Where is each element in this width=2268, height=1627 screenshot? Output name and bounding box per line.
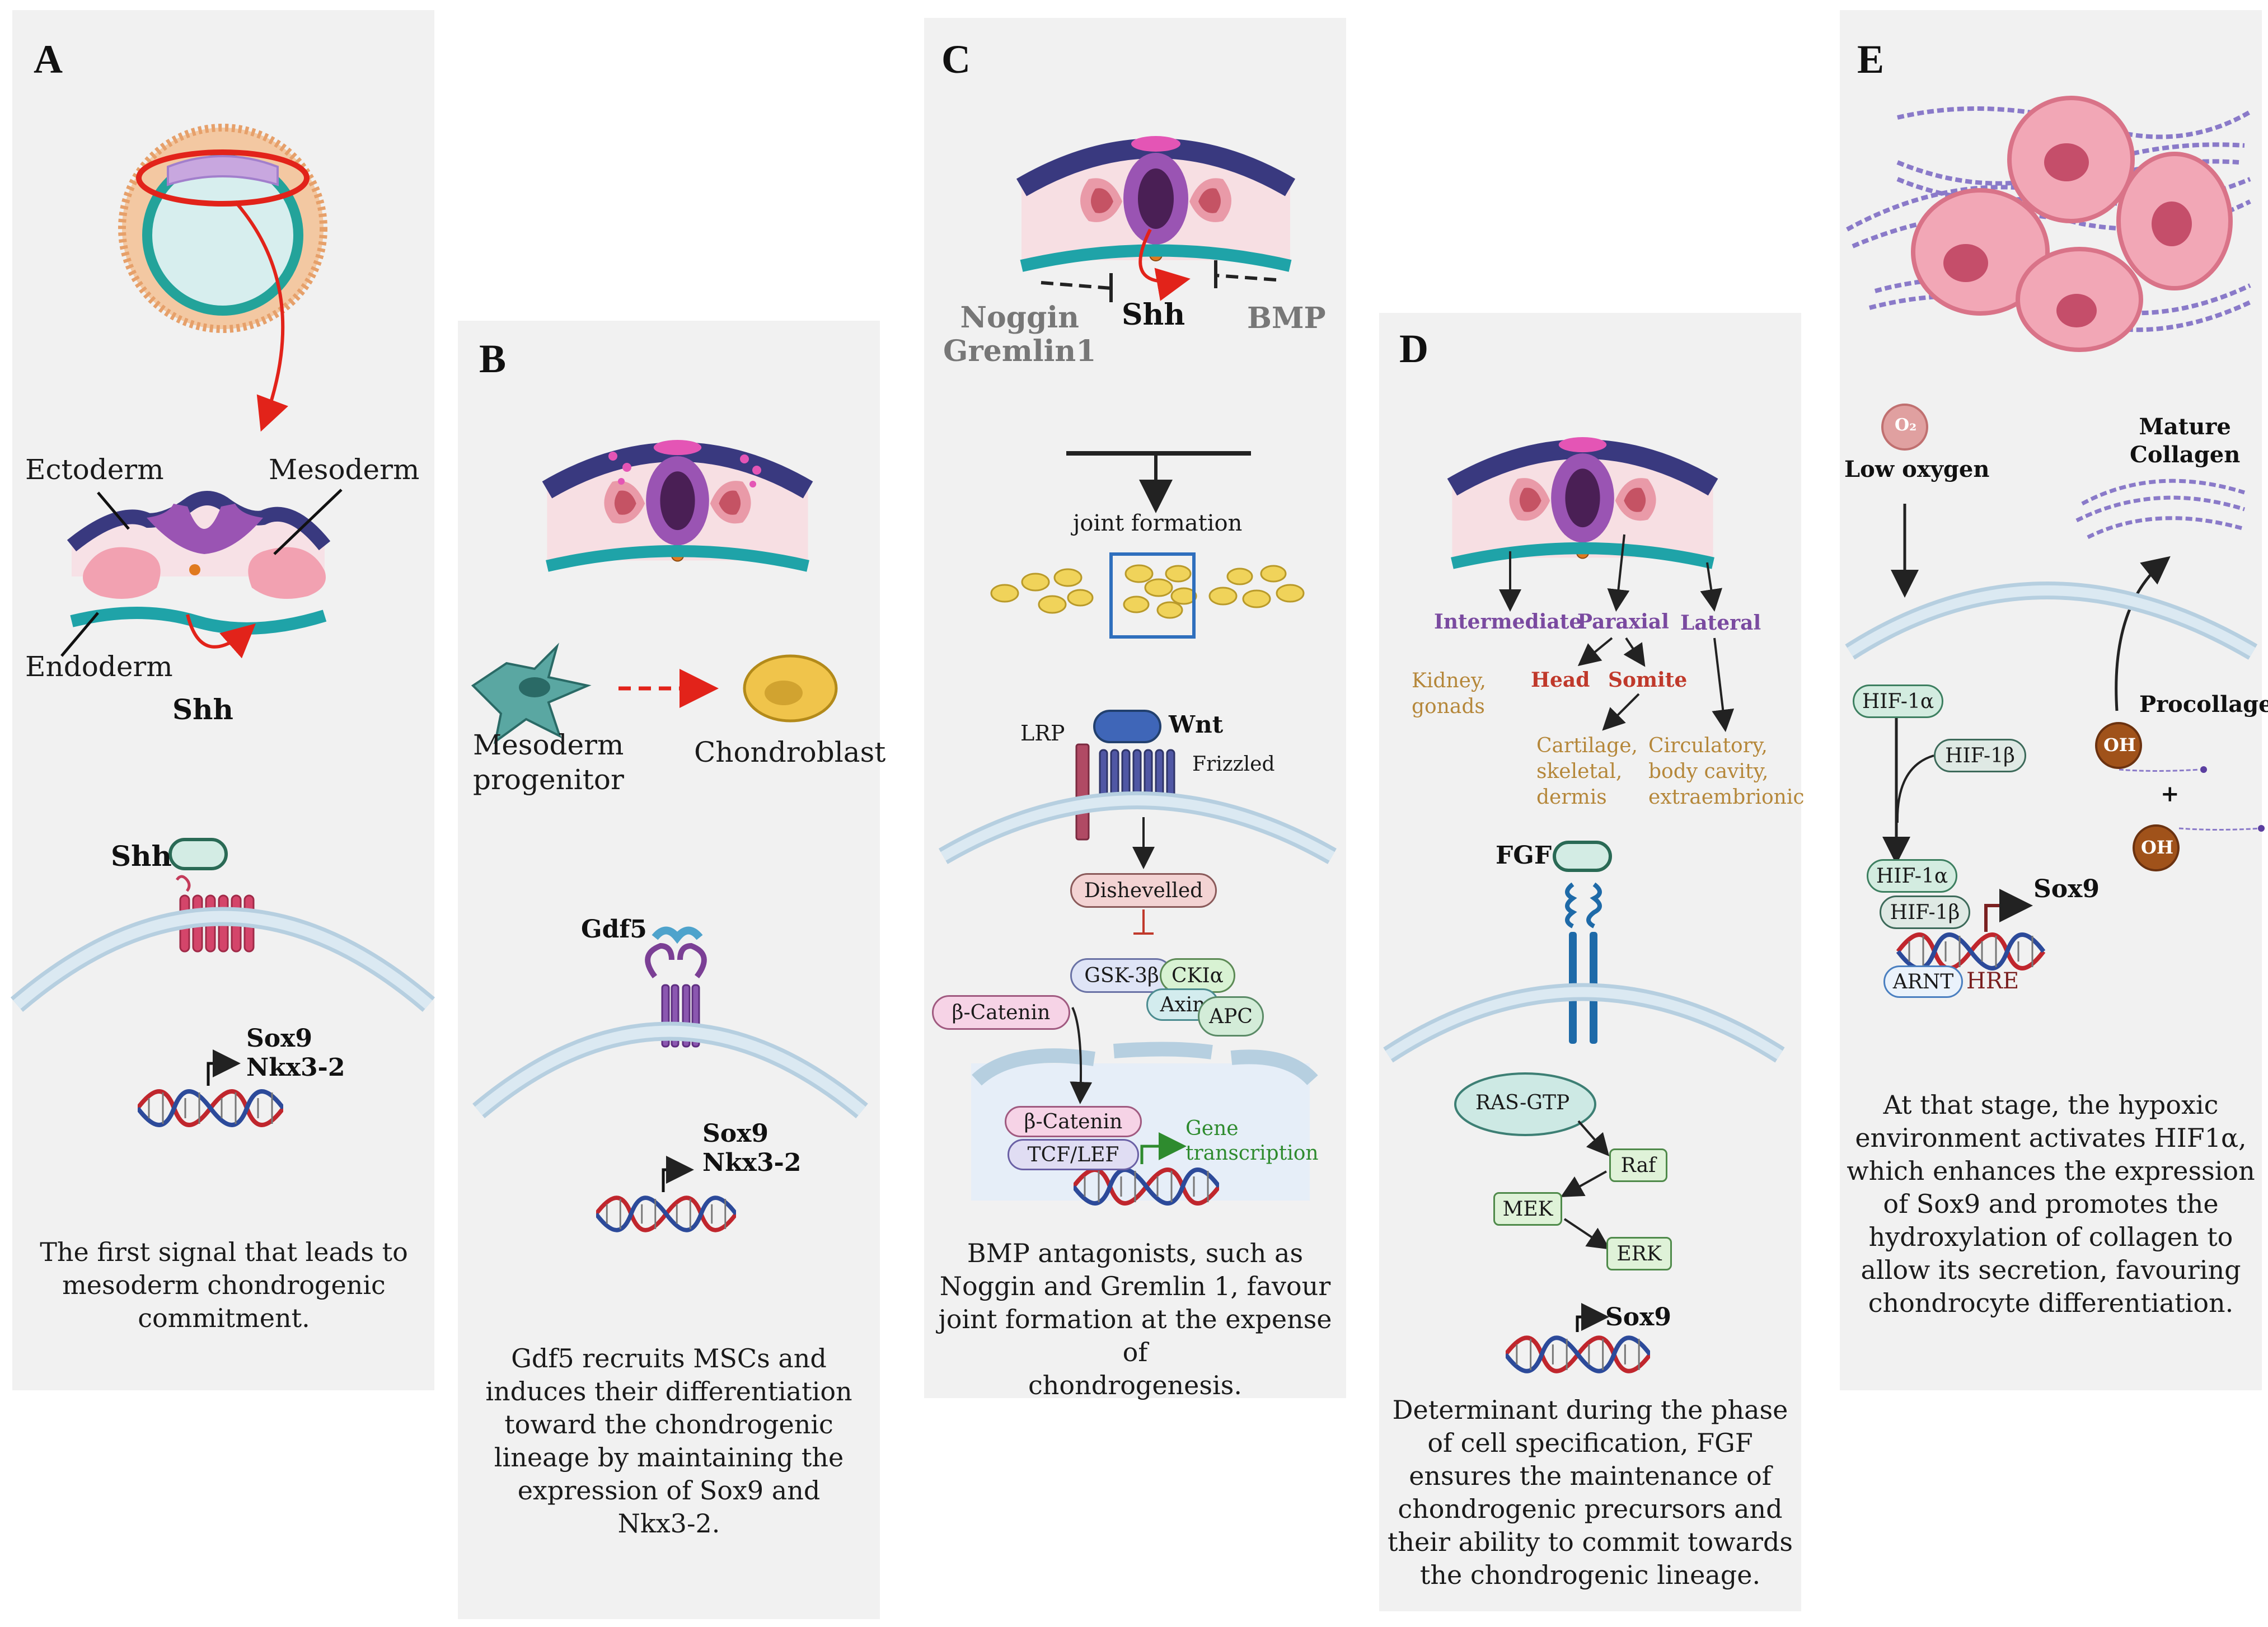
- nkx3-2-label-b: Nkx3-2: [702, 1148, 802, 1177]
- bmp-label: BMP: [1247, 301, 1326, 335]
- mature-collagen-label: Mature Collagen: [2130, 414, 2241, 468]
- head-label: Head: [1531, 668, 1590, 692]
- noggin-gremlin-label: Noggin Gremlin1: [943, 301, 1096, 368]
- oh-label-1: OH: [2103, 734, 2136, 756]
- intermediate-label: Intermediate: [1434, 610, 1582, 634]
- sox9-label-b: Sox9: [702, 1119, 769, 1148]
- mesoderm-progenitor-label: Mesoderm progenitor: [473, 729, 624, 796]
- cartilage-label: Cartilage, skeletal, dermis: [1536, 734, 1638, 809]
- embryo-sphere: [118, 124, 327, 333]
- panel-c-label: C: [941, 37, 971, 82]
- gdf5-label: Gdf5: [581, 915, 647, 944]
- fgf-label: FGF: [1496, 841, 1552, 870]
- hif1b-node-top: HIF-1β: [1934, 739, 2026, 772]
- caption-e: At that stage, the hypoxic environment a…: [1847, 1090, 2255, 1318]
- paraxial-label: Paraxial: [1577, 610, 1669, 634]
- apc-node: APC: [1198, 996, 1264, 1037]
- frizzled-label: Frizzled: [1192, 753, 1275, 776]
- endoderm-label: Endoderm: [25, 650, 173, 683]
- hif1b-node-bottom: HIF-1β: [1880, 895, 1970, 929]
- shh-label: Shh: [172, 693, 233, 726]
- beta-catenin-cyto-node: β-Catenin: [932, 995, 1070, 1030]
- oh-label-2: OH: [2141, 837, 2174, 858]
- plus-label: +: [2161, 781, 2180, 807]
- procollagen-label: Procollagen: [2139, 691, 2268, 718]
- shh-label-c: Shh: [1122, 298, 1185, 332]
- erk-node: ERK: [1606, 1237, 1672, 1270]
- gene-transcription-label: Gene transcription: [1185, 1117, 1319, 1165]
- caption-b: Gdf5 recruits MSCs and induces their dif…: [485, 1343, 852, 1539]
- dishevelled-node: Dishevelled: [1070, 873, 1217, 908]
- hre-label: HRE: [1966, 968, 2019, 994]
- mek-node: MEK: [1493, 1192, 1562, 1226]
- arnt-node: ARNT: [1883, 965, 1963, 998]
- germ-layers-diagram: [67, 491, 331, 635]
- panel-b-label: B: [479, 336, 507, 381]
- low-oxygen-label: Low oxygen: [1844, 456, 1990, 482]
- lrp-label: LRP: [1020, 721, 1065, 745]
- ras-gtp-label: RAS-GTP: [1475, 1091, 1570, 1114]
- hif1a-node-bottom: HIF-1α: [1867, 859, 1957, 893]
- nkx3-2-label-a: Nkx3-2: [246, 1053, 345, 1082]
- somite-label: Somite: [1608, 668, 1688, 692]
- shh-ligand-label: Shh: [111, 840, 172, 873]
- kidney-gonads-label: Kidney, gonads: [1412, 669, 1486, 718]
- panel-a-label: A: [34, 37, 63, 82]
- chondroblast-label: Chondroblast: [694, 736, 886, 768]
- wnt-label: Wnt: [1169, 711, 1224, 738]
- panel-d-label: D: [1399, 326, 1428, 371]
- caption-a: The first signal that leads to mesoderm …: [40, 1237, 408, 1333]
- hif1a-node-top: HIF-1α: [1853, 684, 1943, 718]
- ectoderm-label: Ectoderm: [25, 453, 164, 486]
- tcf-lef-node: TCF/LEF: [1008, 1139, 1139, 1170]
- beta-catenin-nuc-node: β-Catenin: [1005, 1106, 1142, 1137]
- o2-label: O₂: [1895, 415, 1917, 435]
- joint-formation-label: joint formation: [1073, 510, 1243, 536]
- circulatory-label: Circulatory, body cavity, extraembrionic: [1648, 734, 1805, 809]
- cki-node: CKIα: [1160, 958, 1235, 993]
- sox9-label-e: Sox9: [2033, 875, 2100, 903]
- chondrocytes-e: [1911, 96, 2233, 352]
- chondrocyte-row: [990, 564, 1305, 619]
- gsk3b-node: GSK-3β: [1070, 958, 1173, 993]
- mesoderm-label: Mesoderm: [269, 453, 420, 486]
- raf-node: Raf: [1609, 1148, 1667, 1182]
- sox9-label-d: Sox9: [1605, 1303, 1671, 1331]
- caption-d: Determinant during the phase of cell spe…: [1387, 1395, 1793, 1590]
- sox9-label-a: Sox9: [246, 1024, 312, 1053]
- panel-e-label: E: [1857, 37, 1885, 82]
- lateral-label: Lateral: [1680, 611, 1761, 635]
- caption-c: BMP antagonists, such as Noggin and Grem…: [938, 1238, 1332, 1400]
